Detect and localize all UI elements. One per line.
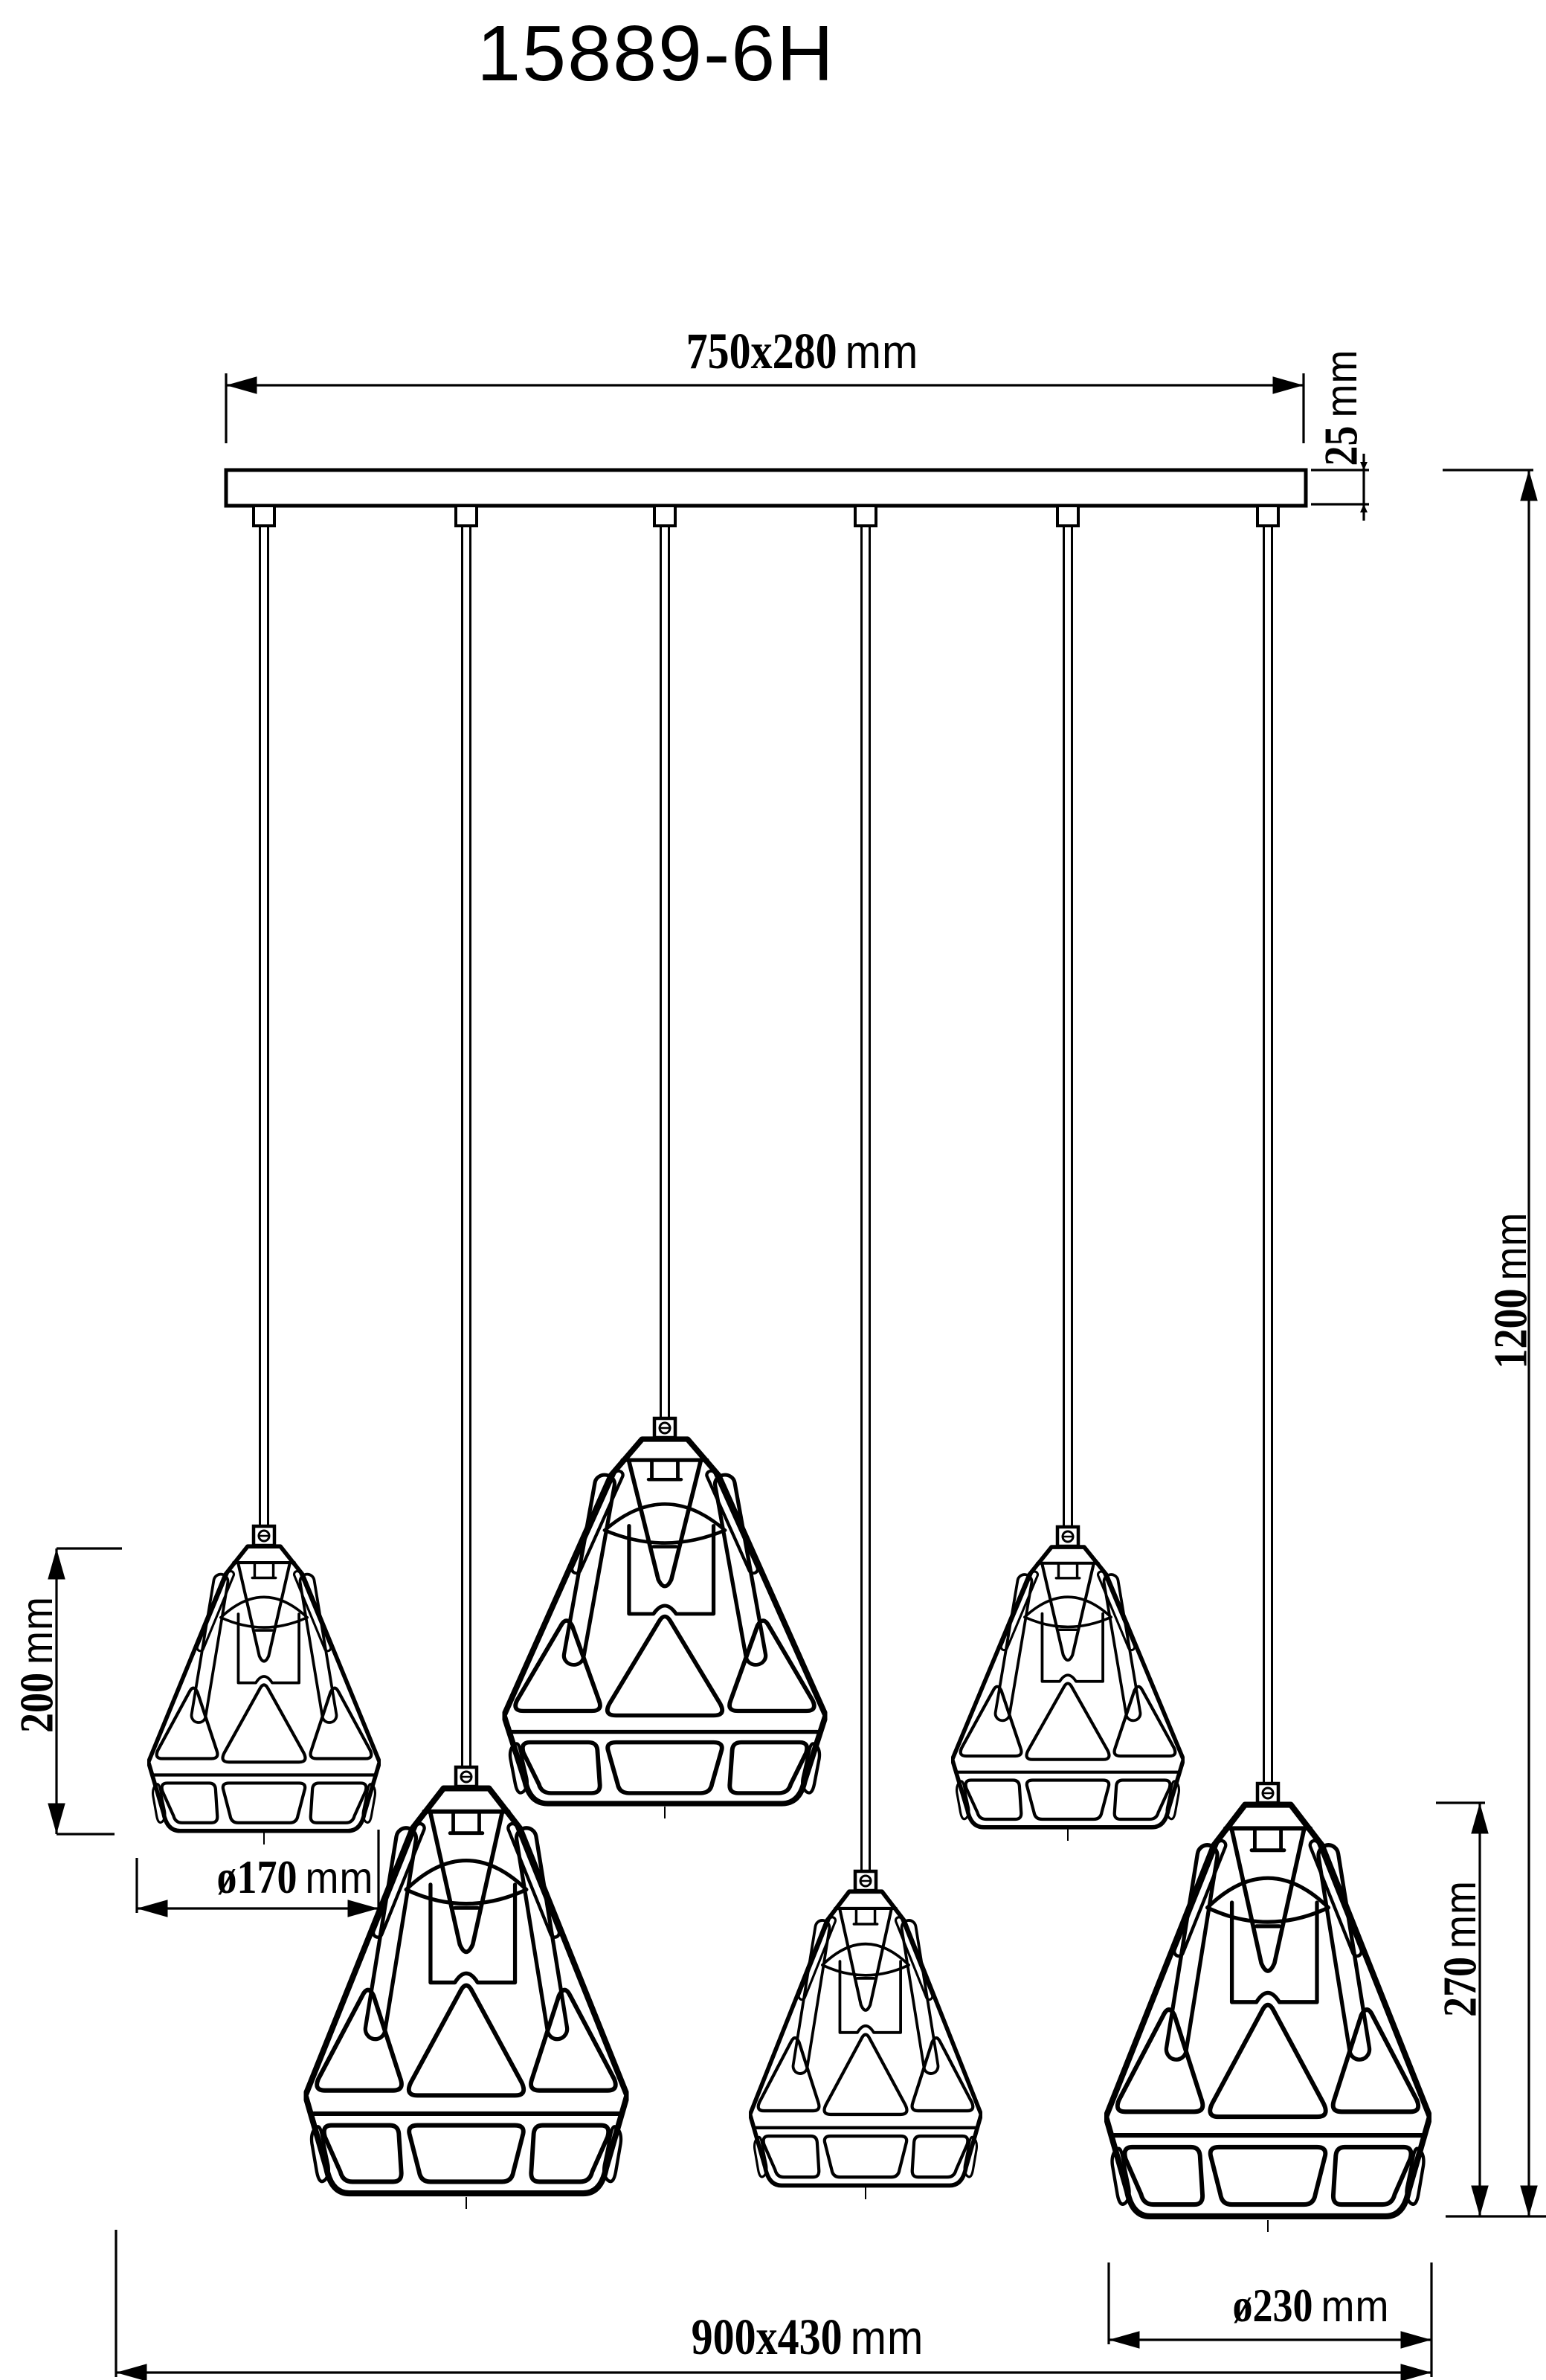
pendant-cord xyxy=(259,526,269,1528)
dimension-unit: mm xyxy=(305,1853,374,1903)
dimension-unit: mm xyxy=(1436,1880,1486,1949)
dimension-value: 270 xyxy=(1433,1956,1487,2017)
dimension-value: 25 xyxy=(1314,425,1368,466)
small-shade-height-dimension-label: 200 mm xyxy=(10,1568,63,1761)
lamp-shade xyxy=(306,1788,628,2193)
pendant-1-small xyxy=(149,504,380,1844)
model-number-title: 15889-6H xyxy=(477,10,835,97)
lamp-shade xyxy=(750,1891,982,2185)
pendant-cord xyxy=(860,526,871,1873)
dimension-value: ø230 xyxy=(1232,2279,1313,2332)
pendant-2-large xyxy=(306,504,628,2209)
dimension-value: 900x430 xyxy=(691,2308,843,2366)
pendant-lamps-group xyxy=(149,504,1430,2232)
pendant-6-large xyxy=(1106,504,1430,2232)
lamp-shade xyxy=(1106,1805,1430,2216)
canopy-thickness-dimension-label: 25 mm xyxy=(1315,318,1368,497)
cord-nub xyxy=(454,504,478,527)
pendant-cord xyxy=(660,526,670,1420)
pendant-4-small xyxy=(750,504,982,2199)
dimension-unit: mm xyxy=(850,2311,924,2365)
lamp-shade xyxy=(149,1546,380,1831)
large-shade-height-dimension-label: 270 mm xyxy=(1434,1830,1487,2068)
small-height-ticks xyxy=(57,1547,122,1836)
lamp-shade xyxy=(504,1439,826,1804)
cord-nub xyxy=(252,504,276,527)
dimension-value: 1200 xyxy=(1484,1288,1537,1369)
dimension-unit: mm xyxy=(13,1596,62,1665)
pendant-cord xyxy=(1063,526,1073,1528)
dimension-annotations xyxy=(48,373,1546,2380)
large-diameter-ticks xyxy=(1107,2262,1433,2377)
cord-nub xyxy=(1056,504,1080,527)
dimension-unit: mm xyxy=(1321,2282,1390,2332)
dimension-value: 750x280 xyxy=(686,322,837,380)
suspension-drop-dimension-label: 1200 mm xyxy=(1484,1170,1537,1411)
dimension-value: 200 xyxy=(10,1672,63,1733)
dimension-unit: mm xyxy=(845,325,919,379)
ceiling-plate xyxy=(224,468,1308,508)
cord-nub xyxy=(653,504,677,527)
canopy-extension-lines xyxy=(225,373,1305,443)
pendant-cord xyxy=(461,526,471,1769)
cord-nub xyxy=(854,504,877,527)
pendant-cord xyxy=(1263,526,1273,1785)
pendant-3-large xyxy=(504,504,826,1818)
dimension-unit: mm xyxy=(1317,349,1367,418)
pendant-5-small xyxy=(953,504,1184,1841)
lamp-shade xyxy=(953,1547,1184,1827)
dimension-unit: mm xyxy=(1487,1212,1536,1281)
dimension-value: ø170 xyxy=(216,1850,297,1904)
cord-nub xyxy=(1256,504,1280,527)
